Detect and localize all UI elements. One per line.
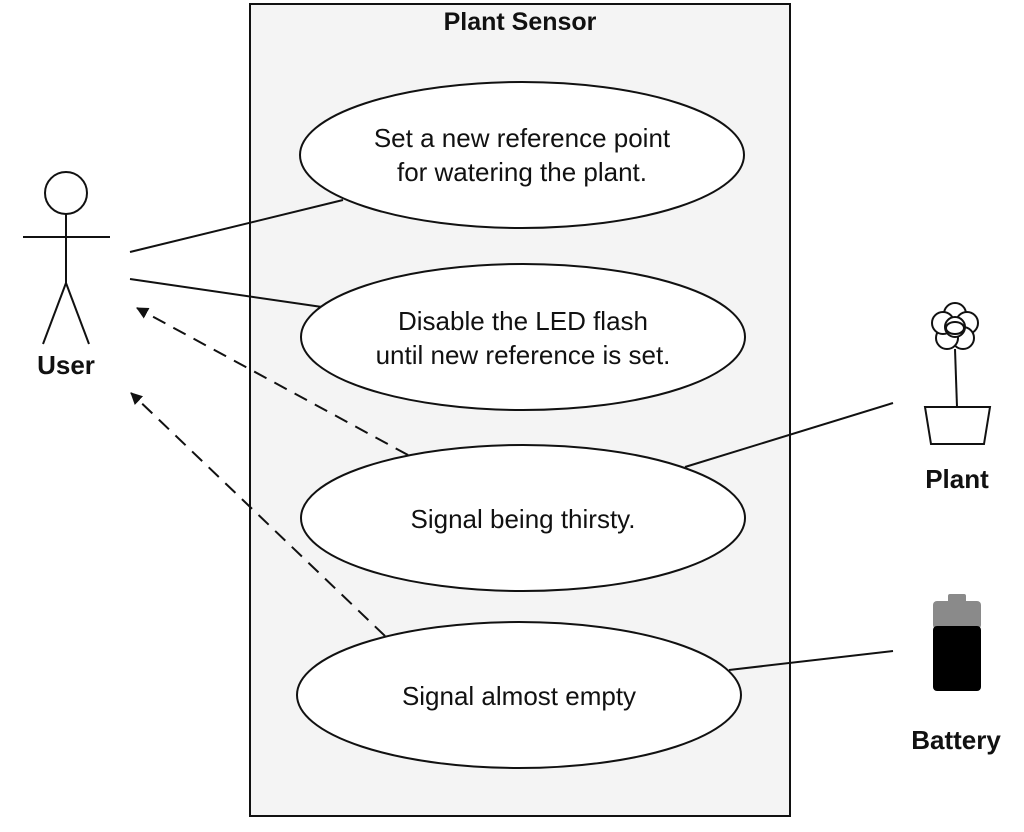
association-battery-empty	[728, 650, 894, 671]
use-case-disable-led-line-1: Disable the LED flash	[398, 306, 648, 336]
association-plant-thirsty	[684, 402, 894, 468]
use-case-signal-empty-label: Signal almost empty	[402, 681, 636, 711]
actor-user-label: User	[37, 350, 95, 380]
use-case-signal-thirsty: Signal being thirsty.	[300, 444, 746, 592]
use-case-set-reference: Set a new reference point for watering t…	[299, 81, 745, 229]
flower-pot-icon	[923, 302, 992, 445]
association-user-disable-led	[129, 278, 323, 308]
association-user-set-reference	[129, 199, 344, 253]
use-case-disable-led: Disable the LED flash until new referenc…	[300, 263, 746, 411]
signal-arrow-thirsty-to-user	[136, 307, 409, 456]
use-case-disable-led-line-2: until new reference is set.	[376, 340, 671, 370]
use-case-signal-thirsty-label: Signal being thirsty.	[411, 504, 636, 534]
stick-figure-icon	[23, 171, 110, 345]
use-case-set-reference-line-2: for watering the plant.	[397, 157, 647, 187]
actor-battery-label: Battery	[911, 725, 1001, 755]
system-title: Plant Sensor	[444, 8, 597, 36]
actor-plant-label: Plant	[925, 464, 989, 494]
battery-icon	[933, 594, 981, 691]
signal-arrow-empty-to-user	[130, 392, 386, 637]
use-case-set-reference-line-1: Set a new reference point	[374, 123, 671, 153]
use-case-signal-empty: Signal almost empty	[296, 621, 742, 769]
